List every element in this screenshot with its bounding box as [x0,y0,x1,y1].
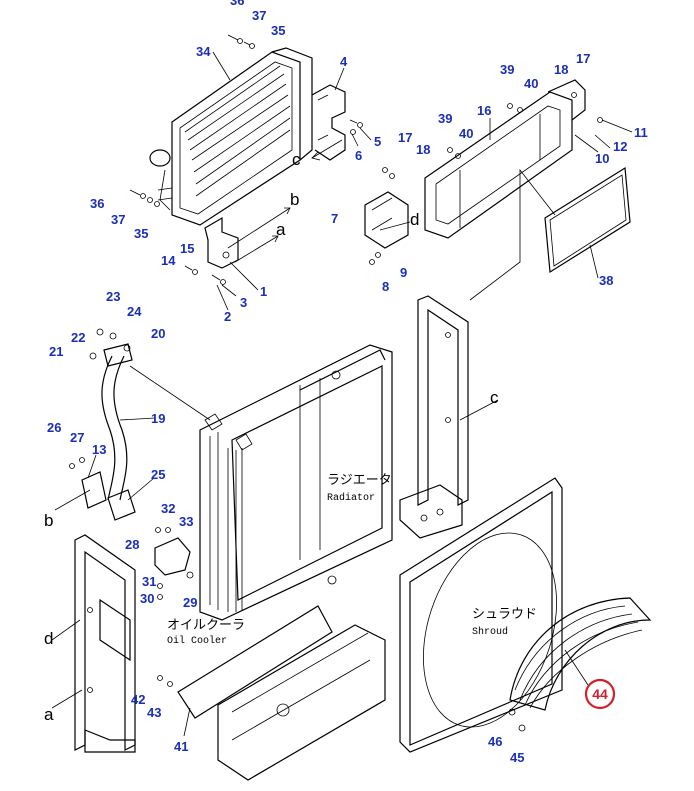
callout-19: 19 [151,411,165,426]
callout-44-label: 44 [592,686,608,702]
callout-29: 29 [183,595,197,610]
callout-2: 2 [224,309,231,324]
callout-18b: 18 [416,142,430,157]
ref-letter-a1: a [276,220,286,239]
callout-6: 6 [355,148,362,163]
callout-14: 14 [161,253,176,268]
ref-arrow-d2 [51,619,81,641]
bolt-45 [518,724,526,732]
callout-40b: 40 [459,126,473,141]
ref-arrow-c2 [459,399,499,421]
callout-36b: 36 [90,196,104,211]
callout-28: 28 [125,537,139,552]
reference-letters: b a c d c b d a [44,150,499,724]
callout-39a: 39 [500,62,514,77]
callout-40a: 40 [524,76,538,91]
callout-8: 8 [382,279,389,294]
ref-letter-b1: b [290,190,299,209]
callout-46: 46 [488,734,502,749]
callout-35b: 35 [134,226,148,241]
ref-letter-a2: a [44,705,54,724]
callout-3: 3 [240,295,247,310]
callout-13: 13 [92,442,106,457]
callout-27: 27 [70,430,84,445]
callout-42: 42 [131,692,145,707]
callout-17a: 17 [576,51,590,66]
ref-letter-b2: b [44,511,53,530]
callout-38: 38 [599,273,613,288]
oil-cooler-label-jp: オイルクーラ [167,618,245,633]
bracket-4 [311,84,346,161]
callout-11: 11 [634,125,648,140]
ref-arrow-b2 [54,489,91,511]
leader-pipe [129,365,211,421]
ref-arrow-a2 [51,689,83,709]
oil-cooler-fitting [154,527,194,600]
bolt-46 [508,708,516,716]
callout-37b: 37 [111,212,125,227]
bolts-top [129,34,363,285]
callout-36a: 36 [230,0,244,8]
callout-39b: 39 [438,111,452,126]
callout-24: 24 [127,304,142,319]
callout-7: 7 [331,211,338,226]
radiator [199,344,393,621]
callout-45: 45 [510,750,524,765]
shroud [399,477,652,753]
callout-9: 9 [400,265,407,280]
callout-23: 23 [106,289,120,304]
bracket-1 [204,216,239,269]
ref-letter-c2: c [490,388,499,407]
callout-10: 10 [595,151,609,166]
callout-35a: 35 [271,23,285,38]
callout-16: 16 [477,103,491,118]
callout-33: 33 [179,514,193,529]
ref-letter-c1: c [292,150,301,169]
ref-arrows-ab [227,139,343,263]
side-frame-left [74,534,136,753]
callout-15: 15 [180,241,194,256]
condenser-38 [544,166,631,274]
oil-cooler-label-en: Oil Cooler [167,635,227,647]
callout-12: 12 [613,139,627,154]
shroud-label-en: Shroud [472,626,508,638]
callout-31: 31 [142,574,156,589]
lower-cover [157,605,386,781]
ref-arrow-d [379,221,411,231]
callout-22: 22 [71,330,85,345]
callouts: 36 37 35 34 4 6 5 36 37 35 14 15 1 2 3 3… [47,0,648,765]
callout-leaders [87,51,633,737]
callout-32: 32 [161,501,175,516]
callout-18a: 18 [554,62,568,77]
callout-41: 41 [174,739,188,754]
callout-34: 34 [196,44,211,59]
radiator-label-en: Radiator [327,492,375,504]
condenser-frame [424,79,586,239]
callout-37a: 37 [252,8,266,23]
bracket-7 [364,191,409,249]
radiator-label-jp: ラジエータ [327,473,392,488]
callout-26: 26 [47,420,61,435]
callout-1: 1 [260,284,267,299]
callout-5: 5 [374,134,381,149]
leader-condenser [469,168,556,301]
callout-43: 43 [147,705,161,720]
callout-21: 21 [49,344,63,359]
bolts-right [369,92,603,265]
side-frame-right [399,295,469,539]
ref-letter-d2: d [44,629,53,648]
callout-20: 20 [151,326,165,341]
callout-30: 30 [140,591,154,606]
oil-cooler-pipe [69,328,136,521]
aftercooler-core [149,47,313,226]
callout-17b: 17 [398,130,412,145]
shroud-label-jp: シュラウド [472,607,537,622]
callout-25: 25 [151,467,165,482]
callout-4: 4 [340,54,348,69]
highlighted-callout-44[interactable]: 44 [584,678,616,710]
ref-letter-d1: d [410,210,419,229]
